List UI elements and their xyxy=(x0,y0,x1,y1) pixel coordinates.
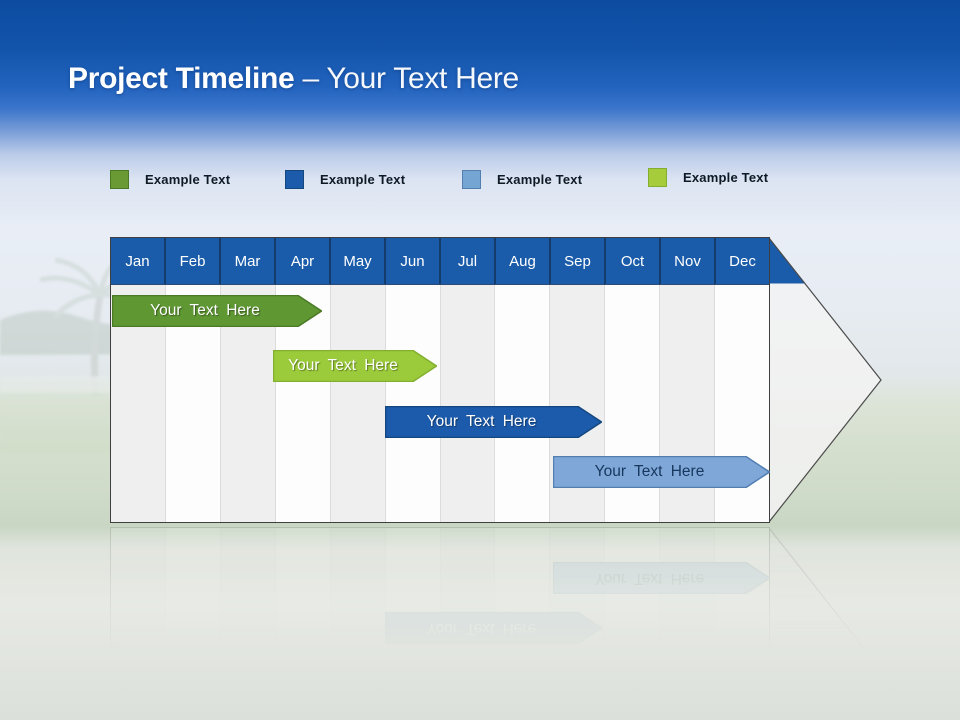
month-cell-aug: Aug xyxy=(496,238,551,284)
month-cell-mar: Mar xyxy=(221,238,276,284)
legend-swatch-green xyxy=(110,170,129,189)
month-cell-oct: Oct xyxy=(606,238,661,284)
month-cell-may: May xyxy=(331,238,386,284)
timeline-chart: Jan Feb Mar Apr May Jun Jul Aug Sep Oct … xyxy=(110,237,883,523)
legend-label: Example Text xyxy=(497,172,583,187)
legend-item: Example Text xyxy=(648,167,768,188)
task-bar-2-shape xyxy=(273,350,437,382)
task-bar-3-shape xyxy=(385,406,602,438)
legend-item: Example Text xyxy=(285,169,405,190)
task-bar-label: Your Text Here xyxy=(594,463,705,480)
legend-swatch-darkblue xyxy=(285,170,304,189)
legend-label: Example Text xyxy=(683,170,769,185)
month-cell-dec: Dec xyxy=(729,252,756,270)
slide-title: Project Timeline – Your Text Here xyxy=(68,62,519,96)
task-bar-4: Your Text Here xyxy=(553,456,770,488)
task-bar-4-shape xyxy=(553,456,770,488)
timeline-grid xyxy=(111,285,770,522)
grid-column xyxy=(330,285,386,522)
grid-column xyxy=(495,285,551,522)
legend-label: Example Text xyxy=(320,172,406,187)
legend-item: Example Text xyxy=(110,169,230,190)
month-cell-jul: Jul xyxy=(441,238,496,284)
legend-item: Example Text xyxy=(462,169,582,190)
month-cell-jun: Jun xyxy=(386,238,441,284)
month-cell-apr: Apr xyxy=(276,238,331,284)
grid-column xyxy=(440,285,496,522)
task-bar-3: Your Text Here xyxy=(385,406,602,438)
legend-label: Example Text xyxy=(145,172,231,187)
task-bar-label: Your Text Here xyxy=(150,302,260,319)
legend-swatch-yellowgreen xyxy=(648,168,667,187)
month-header-row: Jan Feb Mar Apr May Jun Jul Aug Sep Oct … xyxy=(111,238,769,285)
task-bar-label: Your Text Here xyxy=(426,413,537,430)
month-cell-jan: Jan xyxy=(111,238,166,284)
title-main: Project Timeline xyxy=(68,62,295,95)
task-bar-1: Your Text Here xyxy=(112,295,322,327)
grid-column xyxy=(385,285,441,522)
timeline-table: Jan Feb Mar Apr May Jun Jul Aug Sep Oct … xyxy=(110,237,770,523)
month-cell-sep: Sep xyxy=(551,238,606,284)
task-bar-2: Your Text Here xyxy=(273,350,437,382)
task-bar-1-shape xyxy=(112,295,322,327)
month-cell-nov: Nov xyxy=(661,238,716,284)
title-suffix: – Your Text Here xyxy=(302,62,519,95)
month-cell-feb: Feb xyxy=(166,238,221,284)
legend-swatch-lightblue xyxy=(462,170,481,189)
task-bar-label: Your Text Here xyxy=(288,357,398,374)
forward-arrow-shape xyxy=(769,237,882,523)
